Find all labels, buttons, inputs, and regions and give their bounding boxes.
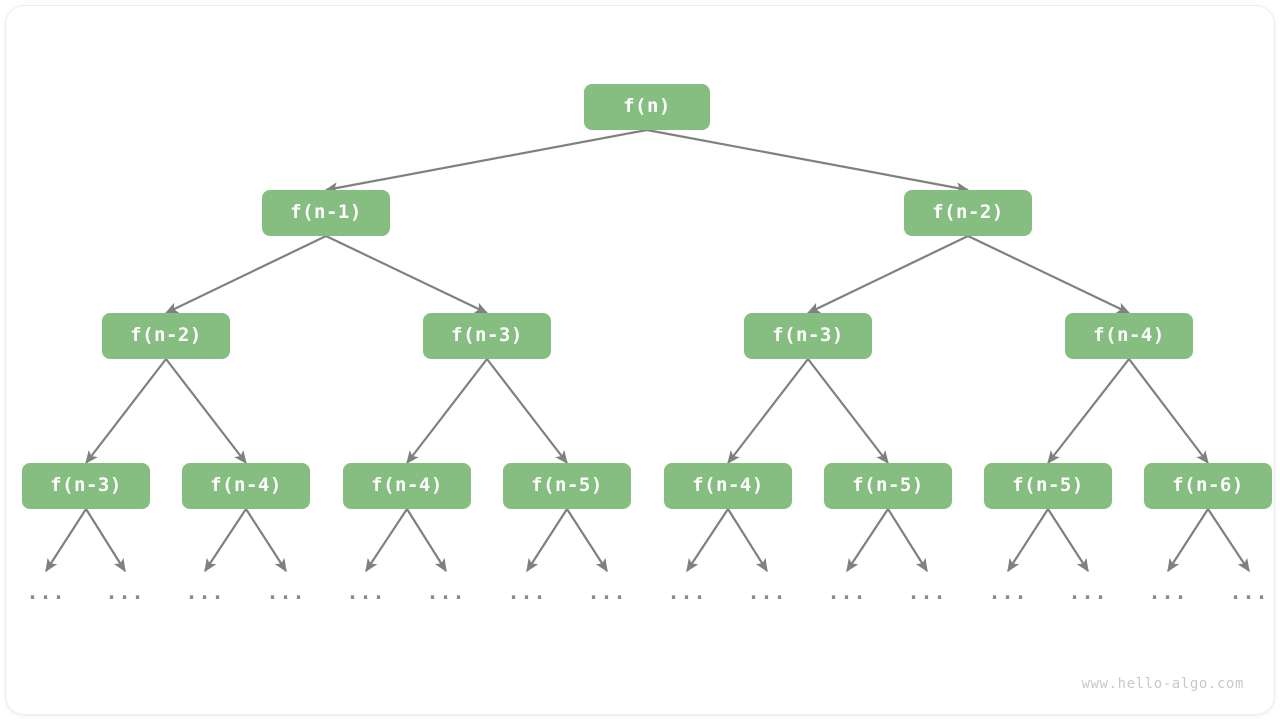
tree-node-label: f(n-2) <box>130 324 202 346</box>
tree-leaf-ellipsis: ... <box>667 580 707 604</box>
tree-edge <box>1047 508 1089 573</box>
tree-edge <box>1007 508 1049 573</box>
tree-node[interactable]: f(n-4) <box>182 463 310 509</box>
tree-leaf-ellipsis: ... <box>587 580 627 604</box>
tree-edge <box>646 128 970 194</box>
tree-node[interactable]: f(n-3) <box>744 313 872 359</box>
tree-edge <box>566 508 608 573</box>
tree-node-label: f(n-4) <box>692 474 764 496</box>
tree-edge <box>526 508 568 573</box>
tree-edge <box>85 508 126 573</box>
tree-node-label: f(n-3) <box>772 324 844 346</box>
tree-edge <box>486 358 568 465</box>
tree-node[interactable]: f(n-3) <box>423 313 551 359</box>
tree-leaf-ellipsis: ... <box>105 580 145 604</box>
tree-node[interactable]: f(n-5) <box>503 463 631 509</box>
tree-node[interactable]: f(n-6) <box>1144 463 1272 509</box>
tree-edge <box>1128 358 1209 465</box>
tree-edge <box>245 508 287 573</box>
tree-leaf-ellipsis: ... <box>266 580 306 604</box>
tree-edge <box>85 358 167 465</box>
tree-leaf-ellipsis: ... <box>507 580 547 604</box>
tree-edge <box>165 358 247 465</box>
tree-edge <box>887 508 928 573</box>
tree-edge <box>325 235 489 314</box>
tree-edge <box>727 358 809 465</box>
tree-leaf-ellipsis: ... <box>426 580 466 604</box>
tree-edge <box>967 235 1131 314</box>
tree-leaf-ellipsis: ... <box>1229 580 1269 604</box>
tree-node-label: f(n-3) <box>451 324 523 346</box>
tree-edge <box>324 128 648 194</box>
tree-node[interactable]: f(n-4) <box>1065 313 1193 359</box>
tree-node-label: f(n-4) <box>371 474 443 496</box>
tree-leaf-ellipsis: ... <box>907 580 947 604</box>
watermark: www.hello-algo.com <box>1081 676 1244 692</box>
tree-node-label: f(n-4) <box>1093 324 1165 346</box>
tree-node-label: f(n-3) <box>50 474 122 496</box>
tree-leaf-ellipsis: ... <box>827 580 867 604</box>
tree-node-label: f(n-5) <box>852 474 924 496</box>
tree-leaf-ellipsis: ... <box>1148 580 1188 604</box>
tree-node-label: f(n-5) <box>531 474 603 496</box>
tree-edge <box>204 508 247 573</box>
diagram-card: f(n) f(n-1) f(n-2) f(n-2) f(n-3) f(n-3) f(n-4)… <box>6 6 1274 714</box>
tree-node[interactable]: f(n) <box>584 84 710 130</box>
tree-edge <box>1167 508 1209 573</box>
tree-node[interactable]: f(n-3) <box>22 463 150 509</box>
tree-node[interactable]: f(n-5) <box>824 463 952 509</box>
tree-node-label: f(n-4) <box>210 474 282 496</box>
tree-edge <box>406 508 447 573</box>
tree-node-label: f(n-2) <box>932 201 1004 223</box>
tree-node[interactable]: f(n-5) <box>984 463 1112 509</box>
tree-leaf-ellipsis: ... <box>26 580 66 604</box>
tree-node[interactable]: f(n-2) <box>904 190 1032 236</box>
tree-edge <box>1047 358 1130 465</box>
tree-node-label: f(n-5) <box>1012 474 1084 496</box>
tree-edge <box>806 235 969 314</box>
tree-node-label: f(n-6) <box>1172 474 1244 496</box>
tree-node[interactable]: f(n-2) <box>102 313 230 359</box>
tree-edge <box>807 358 889 465</box>
tree-node-label: f(n) <box>623 95 671 117</box>
tree-leaf-ellipsis: ... <box>346 580 386 604</box>
tree-edge <box>846 508 889 573</box>
tree-edge <box>406 358 488 465</box>
tree-edge <box>164 235 327 314</box>
tree-edge <box>727 508 768 573</box>
tree-edge <box>1207 508 1250 573</box>
tree-leaf-ellipsis: ... <box>1068 580 1108 604</box>
recursion-tree: f(n) f(n-1) f(n-2) f(n-2) f(n-3) f(n-3) f(n-4)… <box>6 6 1274 714</box>
tree-edge <box>686 508 729 573</box>
tree-leaf-ellipsis: ... <box>988 580 1028 604</box>
tree-node[interactable]: f(n-4) <box>343 463 471 509</box>
tree-node[interactable]: f(n-4) <box>664 463 792 509</box>
tree-leaf-ellipsis: ... <box>747 580 787 604</box>
tree-node-label: f(n-1) <box>290 201 362 223</box>
tree-edge <box>45 508 87 573</box>
tree-node[interactable]: f(n-1) <box>262 190 390 236</box>
tree-leaf-ellipsis: ... <box>185 580 225 604</box>
tree-edge <box>365 508 408 573</box>
